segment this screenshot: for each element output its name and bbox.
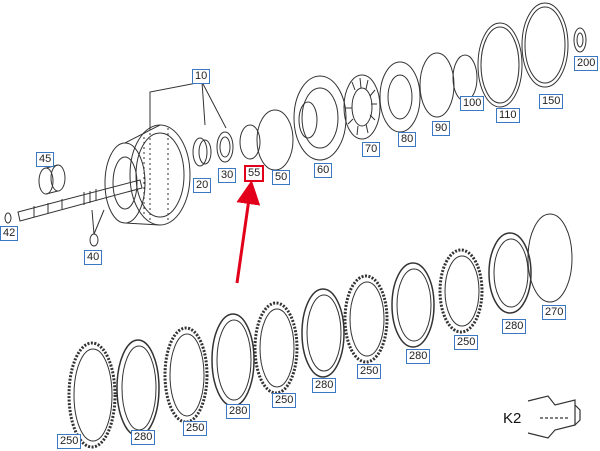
shaft-part (17, 179, 143, 222)
clutch-disc-inner (306, 294, 342, 372)
callout-disc-7[interactable]: 250 (357, 364, 382, 379)
ring-110-part (477, 22, 523, 108)
clutch-disc-outer (67, 341, 117, 449)
callout-disc-3[interactable]: 250 (183, 421, 208, 436)
clutch-disc-inner (73, 348, 113, 442)
ring-90-part (419, 52, 455, 118)
clutch-disc-outer (116, 339, 160, 437)
clutch-disc-inner (169, 333, 205, 417)
clutch-disc-inner (493, 238, 529, 308)
ring-55-part (239, 124, 261, 160)
ring-20-part (192, 137, 212, 167)
clutch-disc-outer (163, 326, 209, 424)
clutch-disc-inner (396, 268, 432, 342)
callout-disc-5[interactable]: 250 (272, 393, 297, 408)
leader-10 (149, 81, 227, 129)
callout-50[interactable]: 50 (272, 170, 291, 185)
callout-90[interactable]: 90 (432, 121, 451, 136)
ring-40-part (89, 233, 99, 247)
ring-100-part (452, 54, 478, 102)
clutch-disc-outer (391, 262, 435, 348)
drum-housing-part (104, 124, 191, 226)
leader-40 (91, 209, 105, 235)
callout-80[interactable]: 80 (398, 132, 417, 147)
callout-270[interactable]: 270 (542, 305, 567, 320)
callout-30[interactable]: 30 (218, 168, 237, 183)
clutch-disc-outer (438, 248, 484, 334)
clutch-disc-outer (343, 274, 389, 364)
callout-100[interactable]: 100 (460, 96, 485, 111)
clutch-disc-inner (121, 345, 157, 431)
ring-50-part (256, 109, 294, 171)
callout-200[interactable]: 200 (574, 56, 599, 71)
spring-plate-70-part (343, 74, 381, 140)
bearing-200-part (573, 27, 587, 53)
callout-60[interactable]: 60 (314, 163, 333, 178)
callout-10[interactable]: 10 (192, 69, 211, 84)
highlight-arrow (235, 180, 261, 284)
callout-40[interactable]: 40 (84, 250, 103, 265)
ring-30-part (216, 131, 234, 163)
callout-disc-8[interactable]: 280 (406, 349, 431, 364)
callout-70[interactable]: 70 (362, 142, 381, 157)
callout-45[interactable]: 45 (36, 152, 55, 167)
callout-disc-10[interactable]: 280 (502, 319, 527, 334)
callout-20[interactable]: 20 (193, 178, 212, 193)
ring-270-part (527, 213, 573, 303)
callout-150[interactable]: 150 (539, 94, 564, 109)
clutch-disc-outer (488, 232, 532, 314)
callout-disc-2[interactable]: 280 (131, 430, 156, 445)
ring-150-part (521, 2, 569, 88)
hub-60-part (293, 75, 347, 161)
clutch-disc-outer (211, 313, 255, 407)
callout-disc-4[interactable]: 280 (226, 404, 251, 419)
assembly-code: K2 (503, 410, 522, 427)
callout-55[interactable]: 55 (244, 165, 265, 182)
clutch-disc-outer (253, 301, 299, 395)
clutch-disc-outer (301, 288, 345, 378)
clutch-disc-inner (349, 281, 385, 357)
clutch-disc-inner (216, 319, 252, 401)
callout-disc-6[interactable]: 280 (312, 378, 337, 393)
assembly-sketch-icon (527, 395, 581, 439)
callout-110[interactable]: 110 (496, 108, 520, 123)
clutch-disc-stack (67, 232, 532, 449)
callout-42[interactable]: 42 (0, 226, 19, 241)
ring-42-part (4, 212, 12, 224)
callout-disc-9[interactable]: 250 (454, 335, 479, 350)
bearing-45-part (38, 164, 66, 195)
clutch-disc-inner (259, 308, 295, 388)
callout-disc-1[interactable]: 250 (57, 434, 82, 449)
clutch-disc-inner (444, 255, 480, 327)
piston-80-part (379, 61, 421, 133)
